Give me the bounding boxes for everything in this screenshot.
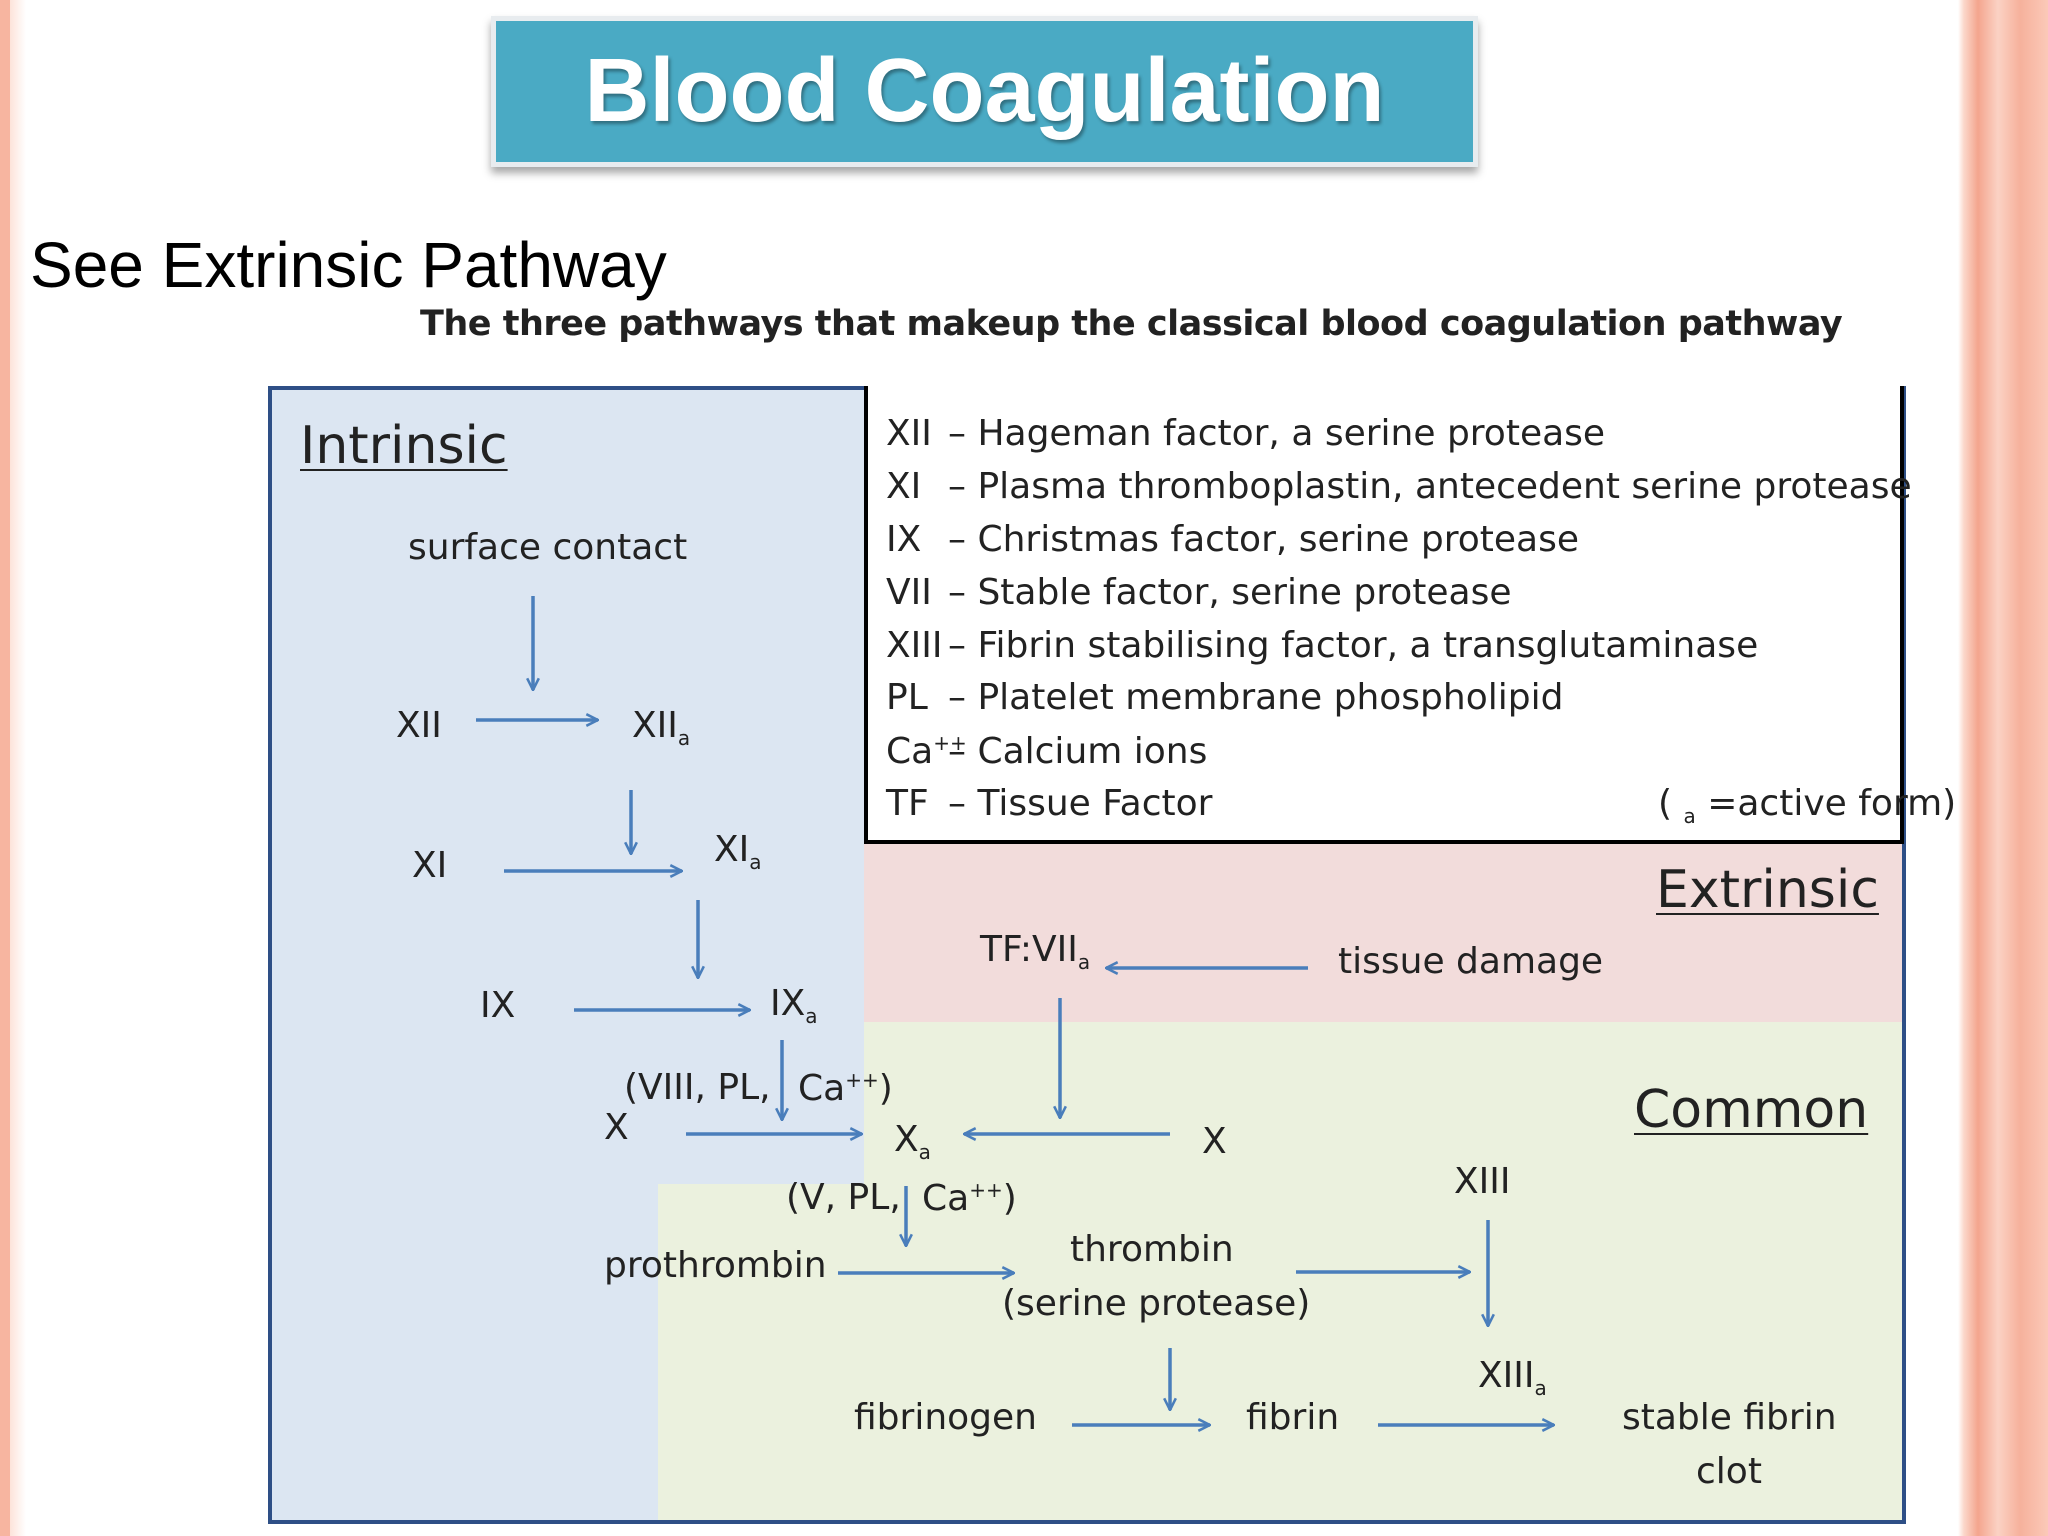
extrinsic-header: Extrinsic <box>1656 860 1879 920</box>
intrinsic-header: Intrinsic <box>300 416 508 476</box>
factor-xi: XI <box>412 845 448 886</box>
intrinsic-region <box>268 386 864 1524</box>
factor-xii: XII <box>396 705 442 746</box>
factor-xiii: XIII <box>1454 1161 1511 1202</box>
calcium-label: Ca++) <box>798 1068 893 1109</box>
legend-row: PL– Platelet membrane phospholipid <box>886 677 1564 718</box>
legend-row: XII– Hageman factor, a serine protease <box>886 413 1606 454</box>
diagram-caption: The three pathways that makeup the class… <box>420 304 1843 344</box>
factor-xa: Xa <box>894 1119 931 1165</box>
factor-ix: IX <box>480 985 516 1026</box>
legend-row: TF– Tissue Factor <box>886 783 1213 824</box>
cofactors-viii: (VIII, PL, <box>624 1067 771 1108</box>
legend-row: XIII– Fibrin stabilising factor, a trans… <box>886 625 1759 666</box>
legend-row: XI– Plasma thromboplastin, antecedent se… <box>886 466 1912 507</box>
prothrombin-label: prothrombin <box>604 1245 827 1286</box>
serine-protease-label: (serine protease) <box>1002 1283 1311 1324</box>
coagulation-diagram: XII– Hageman factor, a serine protease X… <box>268 386 1956 1524</box>
page-title: Blood Coagulation <box>584 41 1385 141</box>
slide-subtitle: See Extrinsic Pathway <box>30 229 667 301</box>
factor-x-left: X <box>604 1107 629 1148</box>
factor-xiiia: XIIIa <box>1478 1355 1547 1401</box>
legend-row: Ca++– Calcium ions <box>886 731 1208 772</box>
title-banner: Blood Coagulation <box>491 16 1478 167</box>
factor-x-right: X <box>1202 1121 1227 1162</box>
factor-ixa: IXa <box>770 983 818 1029</box>
tf-vii-complex: TF:VIIa <box>980 929 1091 975</box>
diagram-graphics <box>268 386 1906 1524</box>
factor-xiia: XIIa <box>632 705 691 751</box>
clot-label: clot <box>1696 1451 1762 1492</box>
surface-contact-label: surface contact <box>408 527 688 568</box>
stable-fibrin-label: stable fibrin <box>1622 1397 1837 1438</box>
calcium-label-v: Ca++) <box>922 1178 1017 1219</box>
fibrinogen-label: fibrinogen <box>854 1397 1037 1438</box>
left-frame-stripe <box>0 0 26 1536</box>
tissue-damage-label: tissue damage <box>1338 941 1604 982</box>
common-header: Common <box>1634 1080 1869 1140</box>
thrombin-label: thrombin <box>1070 1229 1234 1270</box>
legend-row: IX– Christmas factor, serine protease <box>886 519 1579 560</box>
cofactors-v: (V, PL, <box>786 1177 901 1218</box>
active-form-note: ( a =active form) <box>1658 783 1957 829</box>
extrinsic-region <box>864 844 1904 1022</box>
factor-xia: XIa <box>714 829 762 875</box>
legend-row: VII– Stable factor, serine protease <box>886 572 1512 613</box>
fibrin-label: fibrin <box>1246 1397 1340 1438</box>
right-frame-stripe <box>1958 0 2048 1536</box>
legend-box: XII– Hageman factor, a serine protease X… <box>864 386 1956 844</box>
